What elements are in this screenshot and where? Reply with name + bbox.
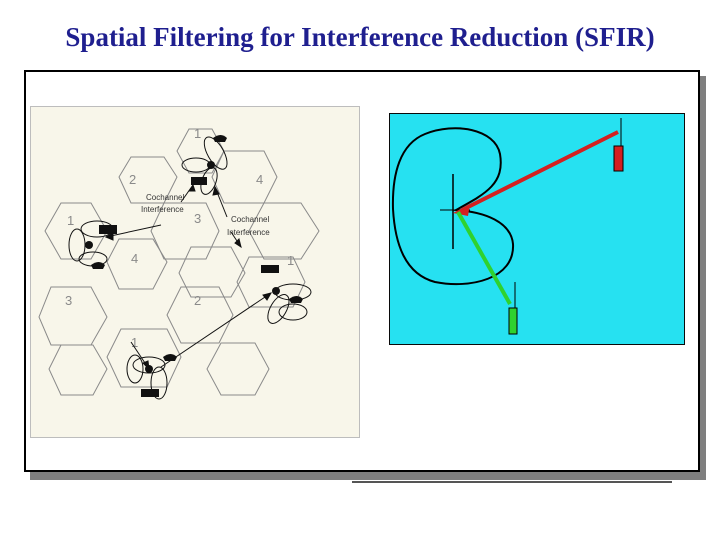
vehicle-icon: [289, 296, 303, 303]
base-station-top: [181, 135, 228, 195]
slide-title: Spatial Filtering for Interference Reduc…: [65, 22, 655, 52]
interferer-transmitter: [613, 145, 624, 172]
desired-path: [456, 211, 512, 305]
base-station-right: [261, 265, 312, 324]
vehicle-icon: [261, 265, 279, 273]
desired-transmitter: [508, 307, 518, 335]
vehicle-icon: [91, 262, 105, 269]
vehicle-icon: [141, 389, 159, 397]
cell-numbers: 1 2 4 1 3 4 1 3 2 1: [65, 126, 294, 350]
hex-grid: [38, 128, 320, 396]
beam-pattern-lobe: [391, 127, 515, 286]
beam-pattern-diagram: [391, 118, 624, 335]
cell-number: 1: [287, 253, 294, 268]
cell-number: 3: [194, 211, 201, 226]
vehicle-icon: [191, 177, 207, 185]
interference-labels: Cochannel Interference Cochannel Interfe…: [141, 193, 270, 237]
cell-number: 4: [131, 251, 138, 266]
cell-number: 1: [131, 335, 138, 350]
vehicle-icon: [99, 225, 117, 234]
cochannel-label: Cochannel: [231, 215, 269, 224]
beam-pattern-panel: [389, 113, 685, 345]
cell-number: 1: [194, 126, 201, 141]
cell-number: 2: [194, 293, 201, 308]
cell-number: 3: [65, 293, 72, 308]
base-station-left: [68, 220, 117, 269]
cell-number: 4: [256, 172, 263, 187]
cochannel-label: Cochannel: [146, 193, 184, 202]
interferer-path: [461, 130, 619, 212]
cell-number: 1: [67, 213, 74, 228]
cell-layout-diagram: 1 2 4 1 3 4 1 3 2 1 Cochannel Interferen…: [38, 126, 320, 400]
cell-layout-panel: 1 2 4 1 3 4 1 3 2 1 Cochannel Interferen…: [30, 106, 360, 438]
cochannel-label: Interference: [141, 205, 184, 214]
decorative-rule: [352, 481, 672, 483]
cell-number: 2: [129, 172, 136, 187]
vehicle-icon: [213, 135, 227, 142]
vehicle-icon: [163, 354, 177, 361]
cochannel-label: Interference: [227, 228, 270, 237]
interference-arrows: [104, 183, 273, 371]
